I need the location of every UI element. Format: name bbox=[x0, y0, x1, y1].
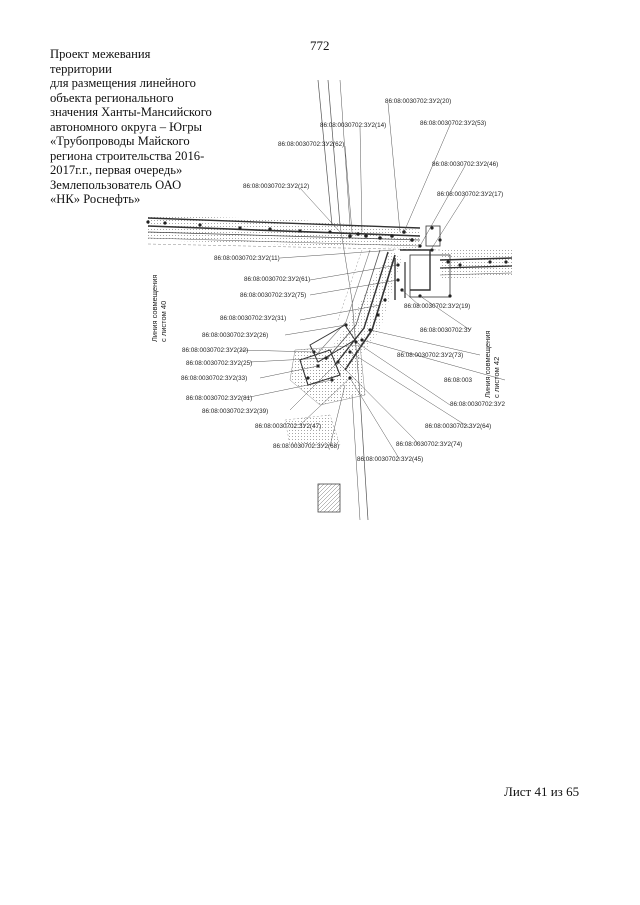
hatched-pad bbox=[317, 483, 341, 513]
parcel-label: 86:08:0030702:ЗУ2 bbox=[450, 401, 506, 408]
title-line: автономного округа – Югры bbox=[50, 119, 203, 134]
parcel-label: 86:08:0030702:ЗУ2(22) bbox=[182, 347, 248, 354]
parcel-label: 86:08:0030702:ЗУ2(45) bbox=[357, 456, 423, 463]
parcel-label: 86:08:0030702:ЗУ2(26) bbox=[202, 332, 268, 339]
title-line: 2017г.г., первая очередь» bbox=[50, 163, 183, 177]
title-line: региона строительства 2016- bbox=[50, 148, 205, 163]
parcel-label: 86:08:0030702:ЗУ2(53) bbox=[420, 120, 486, 127]
match-line-left-line2: с листом 40 bbox=[159, 301, 168, 342]
parcel-label: 86:08:0030702:ЗУ2(19) bbox=[404, 303, 470, 310]
label-leaders bbox=[239, 102, 506, 461]
match-line-right-line1: Линия совмещения bbox=[483, 331, 492, 398]
parcel-label: 86:08:0030702:ЗУ2(14) bbox=[320, 122, 386, 129]
parcel-label: 86:08:0030702:ЗУ2(61) bbox=[244, 276, 310, 283]
match-line-right-line2: с листом 42 bbox=[492, 357, 501, 398]
title-line: «НК» Роснефть» bbox=[50, 192, 141, 206]
parcel-label: 86:08:0030702:ЗУ2(12) bbox=[243, 183, 309, 190]
pipeline-corridor-east bbox=[439, 248, 513, 280]
title-block: Проект межевания территории для размещен… bbox=[50, 47, 250, 207]
title-line: объекта регионального bbox=[50, 90, 174, 105]
title-line: значения Ханты-Мансийского bbox=[50, 105, 212, 119]
parcel-label: 86:08:003 bbox=[444, 377, 473, 384]
title-line: для размещения линейного bbox=[50, 76, 196, 90]
match-line-left-line1: Линия совмещения bbox=[150, 275, 159, 342]
match-line-right: Линия совмещения с листом 42 bbox=[483, 331, 501, 398]
parcel-label: 86:08:0030702:ЗУ2(68) bbox=[273, 443, 339, 450]
parcel-label: 86:08:0030702:ЗУ2(47) bbox=[255, 423, 321, 430]
page-number: 772 bbox=[310, 38, 330, 53]
title-line: Проект межевания bbox=[50, 47, 151, 61]
parcel-label: 86:08:0030702:ЗУ2(75) bbox=[240, 292, 306, 299]
parcel-labels: 86:08:0030702:ЗУ2(20) 86:08:0030702:ЗУ2(… bbox=[181, 98, 506, 463]
parcel-label: 86:08:0030702:ЗУ2(74) bbox=[396, 441, 462, 448]
parcel-label: 86:08:0030702:ЗУ2(17) bbox=[437, 191, 503, 198]
title-line: территории bbox=[50, 61, 112, 76]
parcel-label: 86:08:0030702:ЗУ2(64) bbox=[425, 423, 491, 430]
sheet-number: Лист 41 из 65 bbox=[504, 784, 580, 799]
parcel-label: 86:08:0030702:ЗУ2(11) bbox=[214, 255, 280, 262]
parcel-label: 86:08:0030702:ЗУ2(20) bbox=[385, 98, 451, 105]
pipeline-corridor-west bbox=[147, 215, 441, 251]
title-line: Землепользователь ОАО bbox=[50, 177, 182, 192]
parcel-label: 86:08:0030702:ЗУ2(46) bbox=[432, 161, 498, 168]
parcel-label: 86:08:0030702:ЗУ2(25) bbox=[186, 360, 252, 367]
match-line-left: Линия совмещения с листом 40 bbox=[150, 275, 168, 342]
south-site bbox=[284, 324, 366, 446]
parcel-label: 86:08:0030702:ЗУ2(33) bbox=[181, 375, 247, 382]
parcel-label: 86:08:0030702:ЗУ bbox=[420, 327, 473, 334]
junction-cluster bbox=[394, 225, 451, 300]
parcel-label: 86:08:0030702:ЗУ2(31) bbox=[220, 315, 286, 322]
parcel-label: 86:08:0030702:ЗУ2(73) bbox=[397, 352, 463, 359]
title-line: «Трубопроводы Майского bbox=[50, 134, 190, 148]
parcel-label: 86:08:0030702:ЗУ2(39) bbox=[202, 408, 268, 415]
parcel-label: 86:08:0030702:ЗУ2(62) bbox=[278, 141, 344, 148]
parcel-label: 86:08:0030702:ЗУ2(81) bbox=[186, 395, 252, 402]
